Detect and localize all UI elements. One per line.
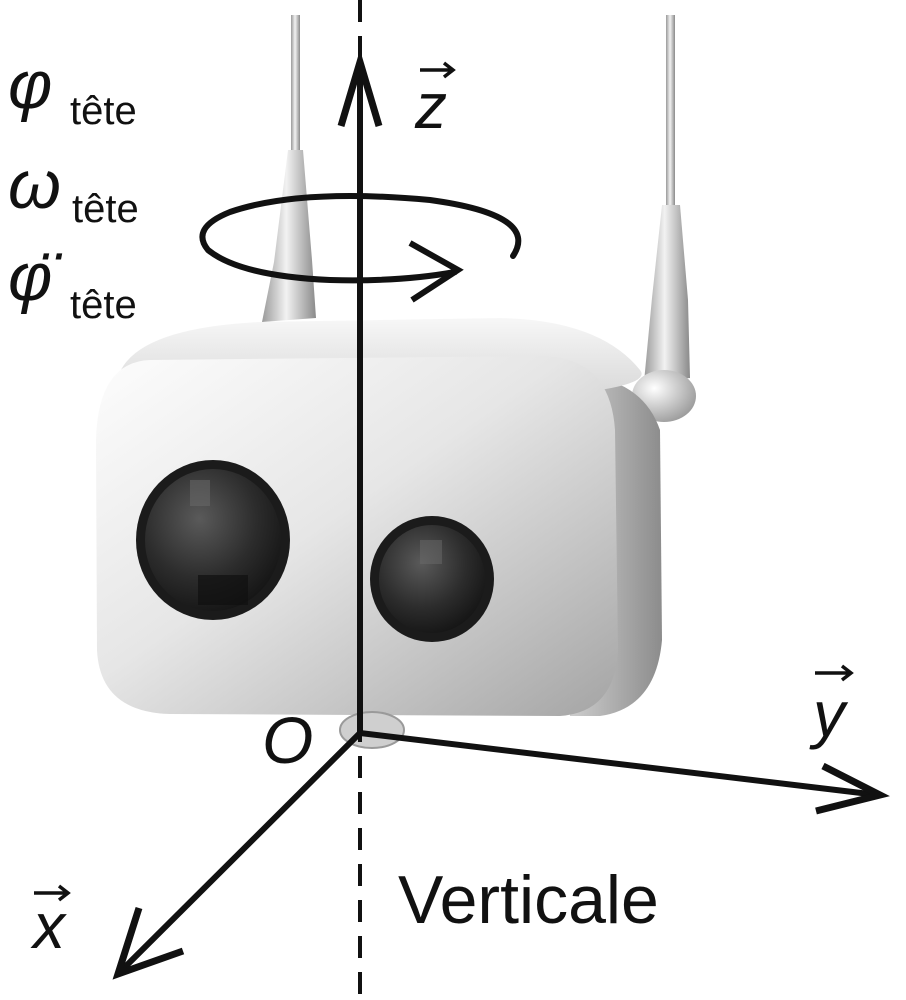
z-axis-label: z [414,70,447,142]
rotation-arrowhead [408,240,464,303]
x-axis-arrowhead [112,906,185,980]
x-axis-arrow [117,730,363,975]
y-axis-label: y [809,678,849,750]
y-axis-arrow [359,730,879,798]
z-vector-arrow-icon [420,61,456,79]
right-camera-lens [370,516,494,642]
right-suspension-rod [632,15,696,422]
y-vector-arrow-icon [815,664,854,682]
origin-label: O [262,703,313,777]
phi-ddot-symbol: φ̈ [8,239,62,315]
vertical-label: Verticale [398,862,659,938]
x-vector-arrow-icon [34,884,71,902]
omega-subscript: tête [72,187,139,231]
rotation-arrow [199,193,522,284]
phi-symbol: φ [8,47,52,123]
robot-head [96,318,662,749]
x-axis-label: x [30,890,67,962]
omega-symbol: ω [8,147,61,223]
phi-subscript: tête [70,89,137,133]
y-axis-arrowhead [815,762,890,815]
phi-ddot-subscript: tête [70,283,137,327]
z-axis-arrowhead [337,49,383,127]
left-camera-lens [136,460,290,620]
